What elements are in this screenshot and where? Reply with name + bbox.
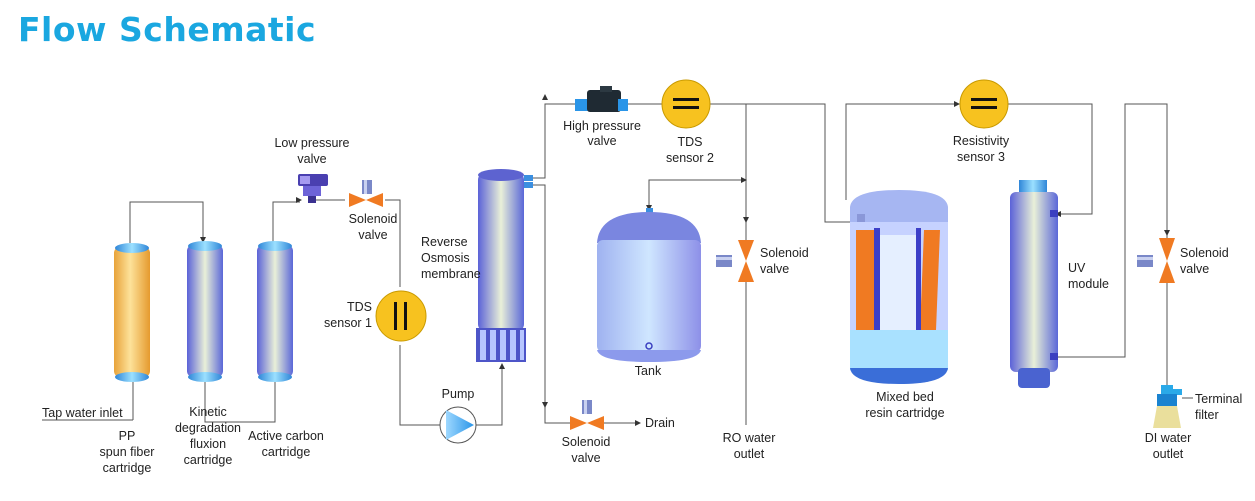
kinetic-label: Kinetic xyxy=(189,405,227,419)
svg-text:valve: valve xyxy=(358,228,387,242)
tds-sensor-1-label: TDS xyxy=(347,300,372,314)
high-pressure-valve-label: High pressure xyxy=(563,119,641,133)
tds-sensor-1 xyxy=(375,290,427,342)
svg-text:sensor 2: sensor 2 xyxy=(666,151,714,165)
svg-text:outlet: outlet xyxy=(734,447,765,461)
svg-text:sensor 3: sensor 3 xyxy=(957,150,1005,164)
pp-label: PP xyxy=(119,429,136,443)
pump-label: Pump xyxy=(442,387,475,401)
svg-text:valve: valve xyxy=(1180,262,1209,276)
svg-text:fluxion: fluxion xyxy=(190,437,226,451)
solenoid-valve-1[interactable] xyxy=(349,180,383,207)
kinetic-cartridge[interactable] xyxy=(187,241,223,382)
svg-text:valve: valve xyxy=(297,152,326,166)
svg-text:cartridge: cartridge xyxy=(262,445,311,459)
mixed-bed-resin-cartridge[interactable] xyxy=(850,190,948,384)
svg-text:degradation: degradation xyxy=(175,421,241,435)
svg-text:outlet: outlet xyxy=(1153,447,1184,461)
tds-sensor-2-label: TDS xyxy=(678,135,703,149)
pump[interactable] xyxy=(439,406,477,444)
svg-text:membrane: membrane xyxy=(421,267,481,281)
terminal-filter-label: Terminal xyxy=(1195,392,1242,406)
tap-water-inlet-label: Tap water inlet xyxy=(42,406,123,420)
pp-cartridge[interactable] xyxy=(114,243,150,382)
svg-text:module: module xyxy=(1068,277,1109,291)
drain-label: Drain xyxy=(645,416,675,430)
active-carbon-label: Active carbon xyxy=(248,429,324,443)
active-carbon-cartridge[interactable] xyxy=(257,241,293,382)
reverse-osmosis-label: Reverse xyxy=(421,235,468,249)
svg-text:cartridge: cartridge xyxy=(184,453,233,467)
high-pressure-valve[interactable] xyxy=(575,86,628,112)
svg-text:valve: valve xyxy=(760,262,789,276)
svg-text:valve: valve xyxy=(571,451,600,465)
ro-membrane[interactable] xyxy=(476,169,533,362)
di-water-outlet-label: DI water xyxy=(1145,431,1192,445)
svg-text:spun fiber: spun fiber xyxy=(100,445,155,459)
tank-label: Tank xyxy=(635,364,662,378)
svg-text:valve: valve xyxy=(587,134,616,148)
svg-text:cartridge: cartridge xyxy=(103,461,152,475)
page-title: Flow Schematic xyxy=(18,10,317,49)
uv-module[interactable] xyxy=(1010,180,1058,388)
solenoid-valve-3-label: Solenoid xyxy=(1180,246,1229,260)
solenoid-valve-1-label: Solenoid xyxy=(349,212,398,226)
solenoid-valve-drain[interactable] xyxy=(570,400,604,430)
svg-text:Osmosis: Osmosis xyxy=(421,251,470,265)
tank[interactable] xyxy=(597,208,701,362)
resistivity-sensor-label: Resistivity xyxy=(953,134,1010,148)
mixed-bed-label: Mixed bed xyxy=(876,390,934,404)
solenoid-valve-3[interactable] xyxy=(1137,238,1175,283)
low-pressure-valve-label: Low pressure xyxy=(274,136,349,150)
resistivity-sensor-3 xyxy=(959,79,1009,129)
piping xyxy=(42,103,1193,426)
solenoid-valve-2[interactable] xyxy=(716,240,754,282)
solenoid-valve-2-label: Solenoid xyxy=(760,246,809,260)
flow-arrows xyxy=(200,94,1170,426)
labels: Tap water inlet PP spun fiber cartridge … xyxy=(42,119,1242,475)
solenoid-valve-drain-label: Solenoid xyxy=(562,435,611,449)
svg-text:sensor 1: sensor 1 xyxy=(324,316,372,330)
tds-sensor-2 xyxy=(661,79,711,129)
low-pressure-valve[interactable] xyxy=(298,174,328,203)
svg-text:filter: filter xyxy=(1195,408,1219,422)
svg-text:resin cartridge: resin cartridge xyxy=(865,406,944,420)
ro-water-outlet-label: RO water xyxy=(723,431,776,445)
terminal-filter[interactable] xyxy=(1153,385,1182,428)
uv-module-label: UV xyxy=(1068,261,1086,275)
